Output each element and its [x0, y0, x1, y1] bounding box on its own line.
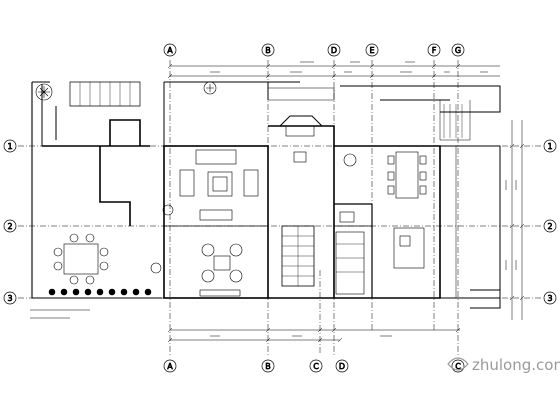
watermark-logo-icon	[447, 357, 469, 371]
svg-text:1: 1	[547, 142, 552, 151]
axis-bubble-bottom-c: C	[309, 359, 323, 373]
planter-row	[48, 288, 152, 296]
axis-bubble-top-e: E	[365, 43, 379, 57]
svg-text:C: C	[455, 362, 461, 371]
svg-text:B: B	[265, 362, 271, 371]
axis-bubbles-left: 1 2 3	[3, 139, 17, 305]
svg-text:2: 2	[7, 222, 12, 231]
axis-bubble-bottom-b: B	[261, 359, 275, 373]
axis-bubble-top-b: B	[261, 43, 275, 57]
furniture	[53, 125, 427, 297]
svg-text:G: G	[455, 46, 461, 55]
dimension-lines	[30, 61, 525, 343]
axis-bubbles-right: 1 2 3	[543, 139, 557, 305]
axis-bubble-right-1: 1	[543, 139, 557, 153]
svg-text:3: 3	[7, 294, 12, 303]
svg-text:C: C	[313, 362, 319, 371]
svg-text:1: 1	[7, 142, 12, 151]
svg-text:E: E	[369, 46, 374, 55]
axis-bubble-left-2: 2	[3, 219, 17, 233]
axis-bubble-left-3: 3	[3, 291, 17, 305]
axis-bubble-top-f: F	[427, 43, 441, 57]
svg-text:A: A	[167, 46, 173, 55]
axis-bubble-top-a: A	[163, 43, 177, 57]
svg-text:3: 3	[547, 294, 552, 303]
svg-text:zhulong.com: zhulong.com	[472, 356, 560, 374]
axis-bubble-left-1: 1	[3, 139, 17, 153]
svg-text:2: 2	[547, 222, 552, 231]
axis-bubble-bottom-a: A	[163, 359, 177, 373]
plants	[35, 81, 357, 296]
axis-bubbles-top: A B D E F G	[163, 43, 465, 57]
svg-text:F: F	[432, 46, 437, 55]
watermark: zhulong.com	[447, 356, 560, 374]
svg-text:A: A	[167, 362, 173, 371]
svg-text:D: D	[339, 362, 345, 371]
svg-text:D: D	[331, 46, 337, 55]
axis-bubble-top-g: G	[451, 43, 465, 57]
grid-axis-lines	[18, 60, 542, 355]
axis-bubbles-bottom: A B C D C	[163, 359, 465, 373]
walls	[31, 81, 501, 309]
axis-bubble-right-3: 3	[543, 291, 557, 305]
axis-bubble-right-2: 2	[543, 219, 557, 233]
axis-bubble-bottom-d: D	[335, 359, 349, 373]
axis-bubble-top-d: D	[327, 43, 341, 57]
svg-text:B: B	[265, 46, 271, 55]
